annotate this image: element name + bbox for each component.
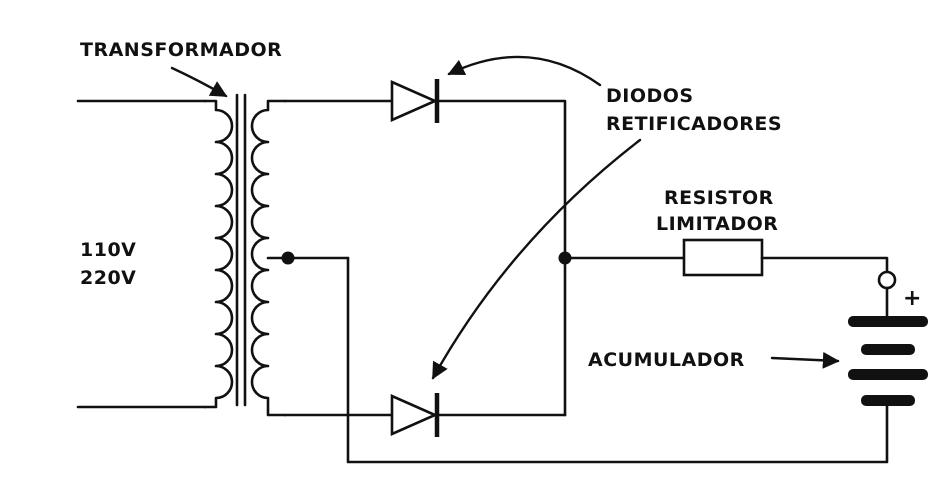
transformer-arrow	[170, 66, 228, 98]
battery-positive-terminal	[877, 270, 897, 290]
resistor-label-line2: LIMITADOR	[656, 213, 778, 235]
battery-plate-3	[848, 369, 928, 380]
return-wire	[346, 256, 889, 464]
limiting-resistor-symbol	[682, 238, 764, 277]
top-diode-arrow	[447, 55, 602, 87]
battery-arrow	[770, 351, 840, 369]
center-tap-node	[281, 251, 295, 265]
resistor-output-wire	[760, 256, 889, 274]
battery-positive-sign: +	[903, 286, 922, 311]
battery-plate-4	[861, 395, 915, 406]
top-diode-symbol	[390, 80, 439, 122]
bottom-diode-arrow	[431, 138, 642, 380]
resistor-label-line1: RESISTOR	[664, 187, 774, 209]
diodes-label-line1: DIODOS	[606, 85, 694, 107]
voltage-label-220: 220V	[80, 267, 136, 289]
transformer-primary-coil	[203, 99, 234, 409]
top-diode-cathode-wire	[435, 99, 567, 417]
diodes-label-line2: RETIFICADORES	[606, 113, 782, 135]
transformer-secondary-coil	[250, 99, 287, 417]
transformer-label: TRANSFORMADOR	[80, 39, 282, 61]
battery-label: ACUMULADOR	[588, 349, 745, 371]
battery-plate-2	[861, 344, 915, 355]
voltage-label-110: 110V	[80, 239, 136, 261]
bottom-diode-symbol	[390, 394, 439, 436]
battery-plate-1	[848, 316, 928, 327]
